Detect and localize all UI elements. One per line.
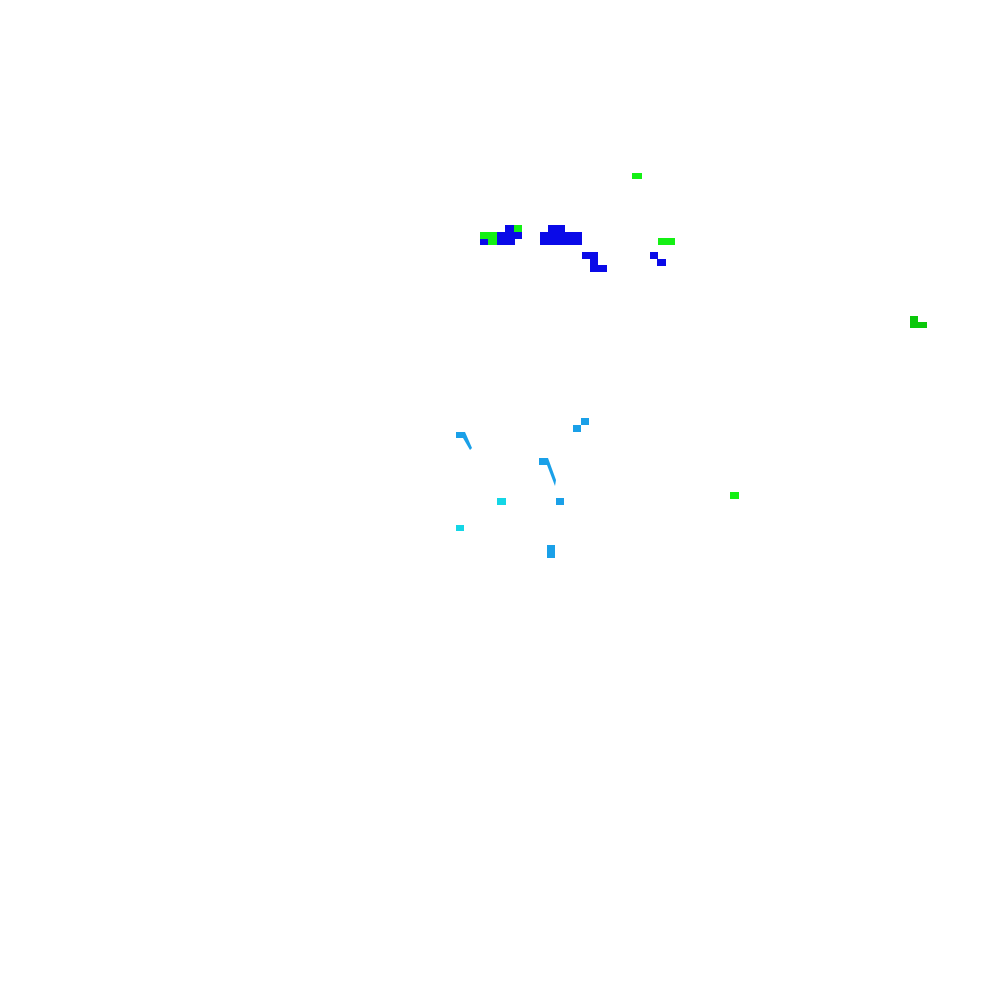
upper-blue-cluster <box>480 225 666 272</box>
blue-pixel-block <box>650 252 658 259</box>
cyan-pixel-block <box>456 525 464 531</box>
sky-curved-stroke <box>539 458 556 486</box>
lower-cyan-cluster <box>456 498 506 531</box>
blue-pixel-block <box>505 225 514 233</box>
blue-pixel-block <box>497 232 515 245</box>
right-green-cluster <box>910 316 927 328</box>
blue-pixel-block <box>582 252 598 259</box>
blue-pixel-block <box>657 259 666 266</box>
bright-green-cluster <box>480 173 739 499</box>
sky-pixel-block <box>573 425 581 432</box>
green-pixel-block <box>488 238 497 245</box>
blue-pixel-block <box>590 265 607 272</box>
blue-pixel-block <box>480 238 488 245</box>
sky-pixel-block <box>581 418 589 425</box>
blue-pixel-block <box>590 258 598 265</box>
green-pixel-block <box>632 173 642 179</box>
green-pixel-block <box>514 225 522 232</box>
cyan-pixel-block <box>497 498 506 505</box>
blue-pixel-block <box>548 225 565 233</box>
green-pixel-block <box>730 492 739 499</box>
green-pixel-block <box>910 322 927 328</box>
sky-pixel-block <box>547 545 555 558</box>
sky-curved-stroke <box>456 432 472 450</box>
lower-sky-blue-cluster <box>456 418 589 558</box>
sky-pixel-block <box>556 498 564 505</box>
blue-pixel-block <box>540 232 582 245</box>
green-pixel-block <box>658 238 675 245</box>
blue-pixel-block <box>514 232 522 239</box>
green-pixel-block <box>480 232 497 239</box>
